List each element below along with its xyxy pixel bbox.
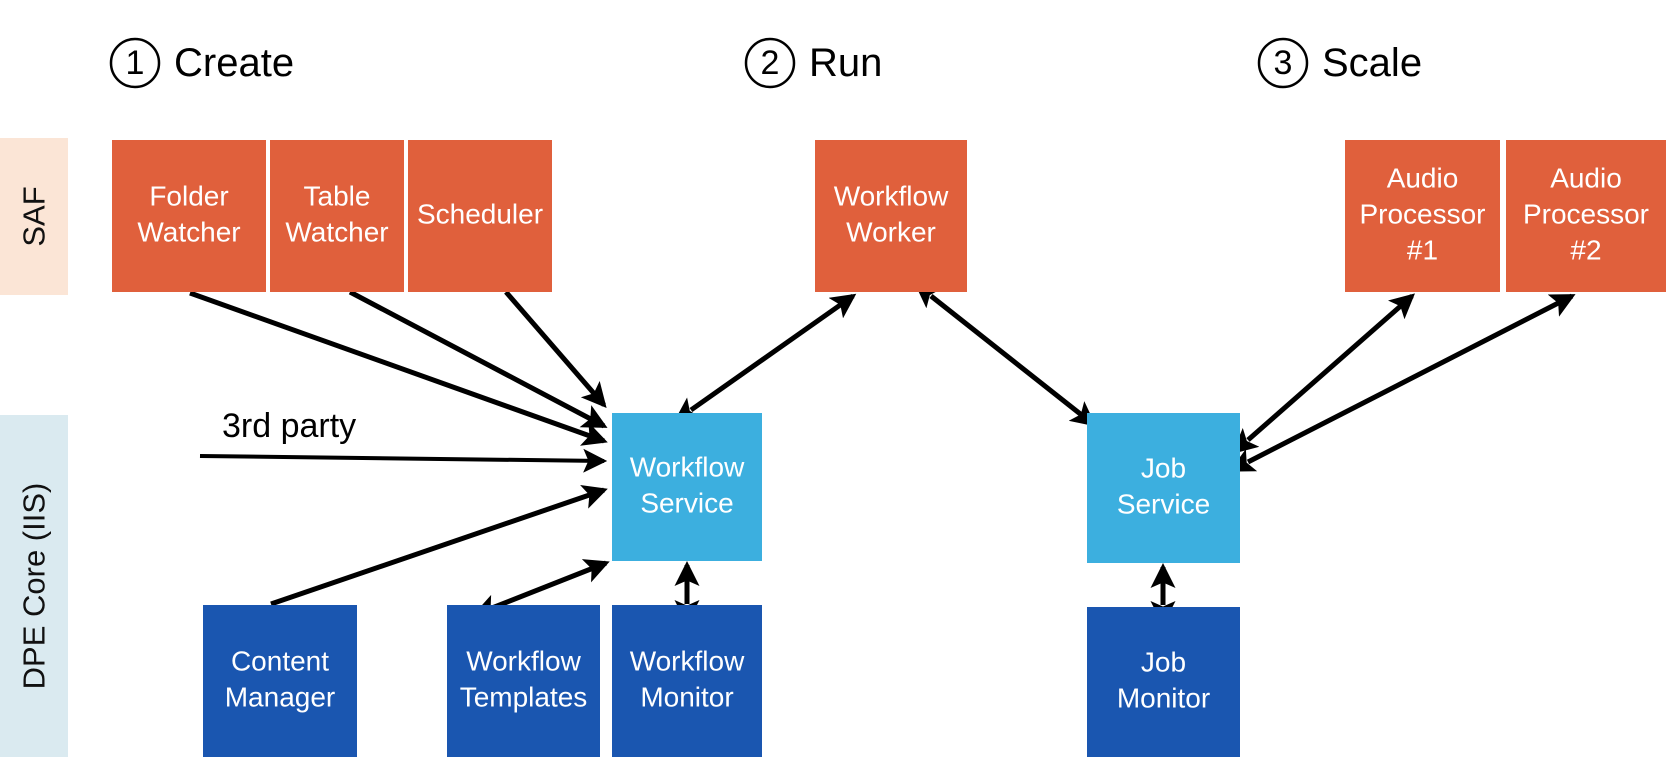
node-box[interactable] xyxy=(1506,140,1666,292)
band-background xyxy=(0,415,68,757)
label-third-party: 3rd party xyxy=(222,407,356,445)
edge-content-manager-to-workflow-service xyxy=(270,484,608,607)
node-label-line: Table xyxy=(304,180,371,211)
node-label-line: Processor xyxy=(1523,198,1649,229)
node-box[interactable] xyxy=(612,605,762,757)
band-label: DPE Core (IIS) xyxy=(17,483,52,690)
node-label-line: Watcher xyxy=(137,216,240,247)
node-label-line: Job xyxy=(1141,646,1186,677)
phase-number: 3 xyxy=(1274,44,1293,82)
phase-header-scale: 3 Scale xyxy=(1257,37,1422,89)
node-box[interactable] xyxy=(612,413,762,561)
node-label-line: #2 xyxy=(1570,234,1601,265)
node-label-line: Service xyxy=(640,487,733,518)
node-label-line: Templates xyxy=(460,681,588,712)
node-layer: FolderWatcherTableWatcherSchedulerWorkfl… xyxy=(112,140,1666,757)
node-label-line: Workflow xyxy=(466,645,581,676)
node-label-line: Watcher xyxy=(285,216,388,247)
phase-label: Scale xyxy=(1322,41,1422,85)
phase-header-run: 2 Run xyxy=(744,37,882,89)
node-label-line: Monitor xyxy=(1117,682,1210,713)
node-label-line: #1 xyxy=(1407,234,1438,265)
node-label-line: Folder xyxy=(149,180,228,211)
node-label-line: Workflow xyxy=(630,645,745,676)
edge-third-party-to-workflow-service xyxy=(199,448,608,473)
node-label-line: Audio xyxy=(1550,162,1622,193)
node-box[interactable] xyxy=(203,605,357,757)
node-box[interactable] xyxy=(270,140,404,292)
edge-scheduler-to-workflow-service xyxy=(504,290,607,409)
edge-job-service-to-audio-processor-2 xyxy=(1229,293,1576,472)
phase-number-circle xyxy=(1257,37,1309,89)
node-scheduler[interactable]: Scheduler xyxy=(408,140,552,292)
node-label-line: Processor xyxy=(1359,198,1485,229)
band-dpe-core: DPE Core (IIS) xyxy=(0,415,68,757)
phase-header-create: 1 Create xyxy=(109,37,294,89)
edge-workflow-templates-to-workflow-service xyxy=(472,559,610,619)
node-label-line: Scheduler xyxy=(417,198,543,229)
edge-table-watcher-to-workflow-service xyxy=(348,289,608,429)
node-box[interactable] xyxy=(815,140,967,292)
node-label-line: Job xyxy=(1141,452,1186,483)
phase-number-circle xyxy=(109,37,161,89)
phase-number: 2 xyxy=(761,44,780,82)
node-label-line: Monitor xyxy=(640,681,733,712)
band-layer: SAF DPE Core (IIS) xyxy=(0,138,68,757)
node-label-line: Audio xyxy=(1387,162,1459,193)
phase-label: Run xyxy=(809,41,882,85)
phase-layer: 1 Create 2 Run 3 Scale xyxy=(109,37,1422,89)
band-saf: SAF xyxy=(0,138,68,295)
phase-label: Create xyxy=(174,41,294,85)
edge-folder-watcher-to-workflow-service xyxy=(189,290,608,446)
free-label-layer: 3rd party xyxy=(222,407,356,445)
band-background xyxy=(0,138,68,295)
node-box[interactable] xyxy=(1345,140,1500,292)
node-box[interactable] xyxy=(447,605,600,757)
edge-layer xyxy=(189,282,1576,626)
edge-workflow-worker-to-job-service xyxy=(914,282,1097,427)
band-label: SAF xyxy=(17,186,52,246)
node-label-line: Service xyxy=(1117,488,1210,519)
node-box[interactable] xyxy=(408,140,552,292)
node-box[interactable] xyxy=(1087,607,1240,757)
phase-number: 1 xyxy=(126,44,145,82)
edge-workflow-service-to-workflow-worker xyxy=(673,293,857,423)
node-label-line: Content xyxy=(231,645,329,676)
phase-number-circle xyxy=(744,37,796,89)
node-label-line: Worker xyxy=(846,216,936,247)
node-label-line: Workflow xyxy=(630,451,745,482)
node-label-line: Workflow xyxy=(834,180,949,211)
node-box[interactable] xyxy=(112,140,266,292)
node-box[interactable] xyxy=(1087,413,1240,563)
node-label-line: Manager xyxy=(225,681,336,712)
